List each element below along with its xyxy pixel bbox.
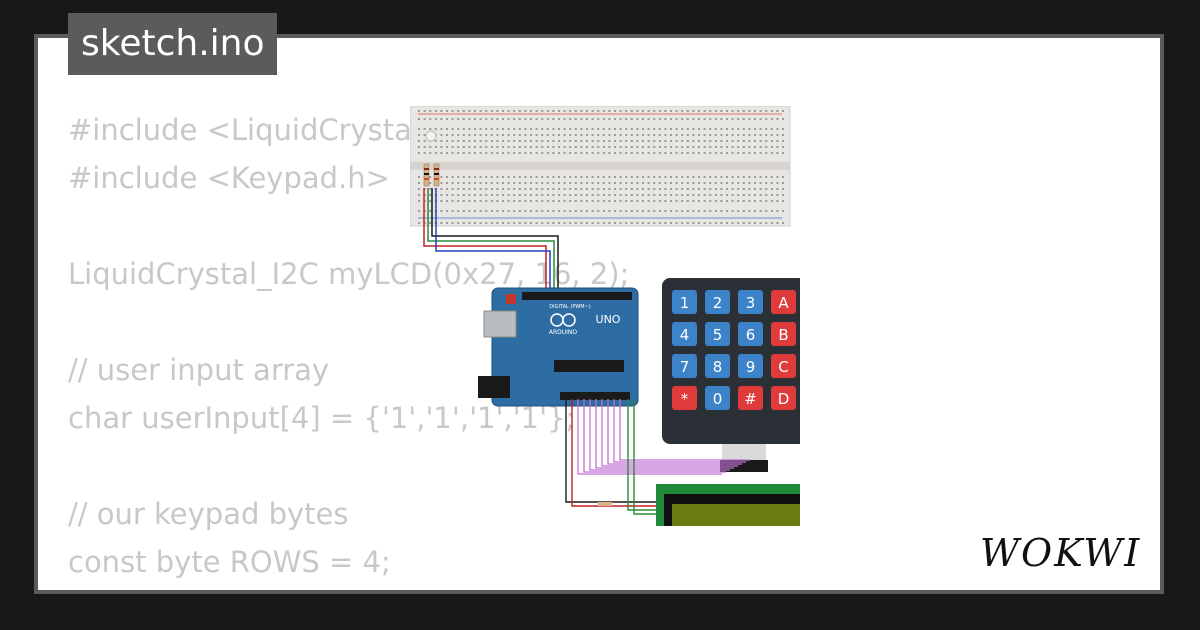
code-line: // our keypad bytes bbox=[68, 497, 349, 531]
keypad-key-2: 2 bbox=[705, 290, 730, 314]
code-line: LiquidCrystal_I2C myLCD(0x27, 16, 2); bbox=[68, 257, 630, 291]
code-line: char userInput[4] = {'1','1','1','1'}; bbox=[68, 401, 576, 435]
keypad-key-label: 9 bbox=[746, 358, 756, 376]
keypad-key-label: 1 bbox=[680, 294, 690, 312]
breadboard bbox=[410, 106, 791, 227]
arduino-uno-board: DIGITAL (PWM~) ARDUINO UNO bbox=[478, 287, 639, 407]
keypad-key-label: C bbox=[778, 358, 788, 376]
keypad-key-label: B bbox=[778, 326, 788, 344]
keypad-key-label: D bbox=[778, 390, 790, 408]
keypad-key-#: # bbox=[738, 386, 763, 410]
resistor-1 bbox=[423, 163, 430, 187]
code-line: const byte ROWS = 4; bbox=[68, 545, 391, 579]
keypad-key-label: 5 bbox=[713, 326, 723, 344]
keypad-key-label: A bbox=[778, 294, 789, 312]
keypad-key-4: 4 bbox=[672, 322, 697, 346]
keypad-key-B: B bbox=[771, 322, 796, 346]
code-line: #include <Keypad.h> bbox=[68, 161, 390, 195]
code-line: // user input array bbox=[68, 353, 330, 387]
keypad-key-7: 7 bbox=[672, 354, 697, 378]
arduino-header-label: DIGITAL (PWM~) bbox=[549, 304, 591, 310]
keypad-key-label: # bbox=[744, 390, 757, 408]
preview-card: #include <LiquidCrystal_I2C.h>#include <… bbox=[34, 34, 1164, 594]
keypad-key-label: 3 bbox=[746, 294, 756, 312]
keypad-key-label: 0 bbox=[713, 390, 723, 408]
sketch-title: sketch.ino bbox=[68, 13, 278, 75]
keypad-key-8: 8 bbox=[705, 354, 730, 378]
arduino-model: UNO bbox=[596, 313, 621, 326]
keypad-key-D: D bbox=[771, 386, 796, 410]
circuit-diagram: DIGITAL (PWM~) ARDUINO UNO 1 2 3 A 4 5 6 B 7 8 9 C *… bbox=[410, 106, 800, 526]
resistor-2 bbox=[433, 163, 440, 187]
keypad-key-label: 7 bbox=[680, 358, 690, 376]
lcd-display bbox=[656, 484, 800, 526]
keypad-key-A: A bbox=[771, 290, 796, 314]
keypad-key-5: 5 bbox=[705, 322, 730, 346]
keypad: 1 2 3 A 4 5 6 B 7 8 9 C * 0 # D bbox=[662, 278, 800, 472]
wokwi-logo-text: WOKWI bbox=[980, 531, 1141, 575]
keypad-key-*: * bbox=[672, 386, 697, 410]
keypad-key-label: 4 bbox=[680, 326, 690, 344]
keypad-key-label: * bbox=[681, 390, 689, 408]
keypad-key-6: 6 bbox=[738, 322, 763, 346]
keypad-key-1: 1 bbox=[672, 290, 697, 314]
keypad-key-0: 0 bbox=[705, 386, 730, 410]
keypad-key-3: 3 bbox=[738, 290, 763, 314]
keypad-key-label: 8 bbox=[713, 358, 723, 376]
led bbox=[425, 130, 437, 142]
arduino-brand: ARDUINO bbox=[549, 329, 578, 336]
keypad-key-C: C bbox=[771, 354, 796, 378]
keypad-key-label: 6 bbox=[746, 326, 756, 344]
wokwi-logo: WOKWI bbox=[980, 531, 1141, 575]
keypad-key-9: 9 bbox=[738, 354, 763, 378]
code-line: const byte COLS = 4; bbox=[68, 586, 629, 590]
keypad-key-label: 2 bbox=[713, 294, 723, 312]
